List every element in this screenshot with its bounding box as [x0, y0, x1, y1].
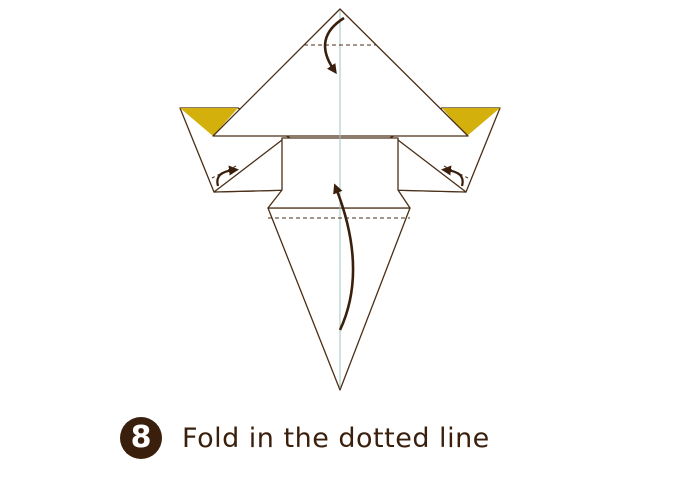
step-number-badge: 8	[120, 417, 162, 459]
fold-arrow-icon	[323, 16, 345, 75]
left-yellow-corner	[180, 108, 238, 136]
center-body	[267, 137, 411, 209]
fold-arrow-icon	[441, 165, 464, 187]
fold-arrow-icon	[216, 165, 239, 187]
lower-kite-flap	[267, 207, 411, 391]
step-caption-row: 8 Fold in the dotted line	[120, 415, 490, 461]
fold-arrow-icon	[333, 183, 355, 331]
right-yellow-corner	[442, 108, 500, 136]
step-instruction: Fold in the dotted line	[182, 422, 490, 454]
